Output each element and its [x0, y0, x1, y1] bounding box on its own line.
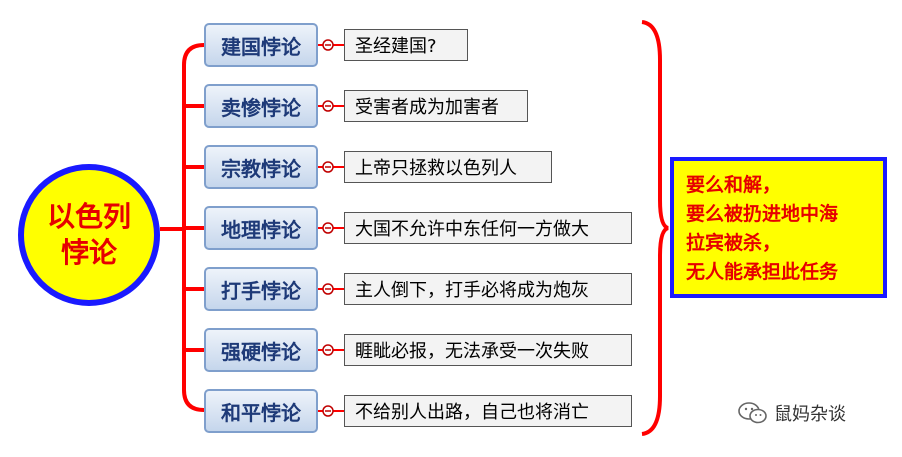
- topic-node: 地理悖论: [204, 206, 318, 250]
- root-label-line1: 以色列: [46, 200, 131, 233]
- detail-node: 主人倒下，打手必将成为炮灰: [344, 273, 632, 305]
- topic-node: 卖惨悖论: [204, 84, 318, 128]
- detail-node: 睚眦必报，无法承受一次失败: [344, 334, 632, 366]
- summary-line: 无人能承担此任务: [686, 261, 839, 283]
- detail-node: 不给别人出路，自己也将消亡: [344, 395, 632, 427]
- summary-line: 要么和解，: [686, 174, 782, 196]
- topic-node: 宗教悖论: [204, 145, 318, 189]
- curly-brace: [641, 20, 669, 436]
- summary-box: 要么和解， 要么被扔进地中海 拉宾被杀， 无人能承担此任务: [670, 157, 887, 298]
- detail-node: 大国不允许中东任何一方做大: [344, 212, 632, 244]
- topic-node: 和平悖论: [204, 389, 318, 433]
- wechat-icon: [738, 402, 767, 424]
- summary-line: 要么被扔进地中海: [686, 203, 839, 225]
- topic-node: 建国悖论: [204, 23, 318, 67]
- detail-node: 受害者成为加害者: [344, 90, 528, 122]
- brand-watermark: 鼠妈杂谈: [738, 400, 846, 426]
- root-node: 以色列 悖论: [18, 164, 160, 306]
- topic-node: 强硬悖论: [204, 328, 318, 372]
- root-label-line2: 悖论: [60, 236, 117, 269]
- topic-node: 打手悖论: [204, 267, 318, 311]
- detail-node: 圣经建国?: [344, 29, 468, 61]
- summary-line: 拉宾被杀，: [686, 232, 782, 254]
- detail-node: 上帝只拯救以色列人: [344, 151, 552, 183]
- brand-name: 鼠妈杂谈: [774, 404, 846, 425]
